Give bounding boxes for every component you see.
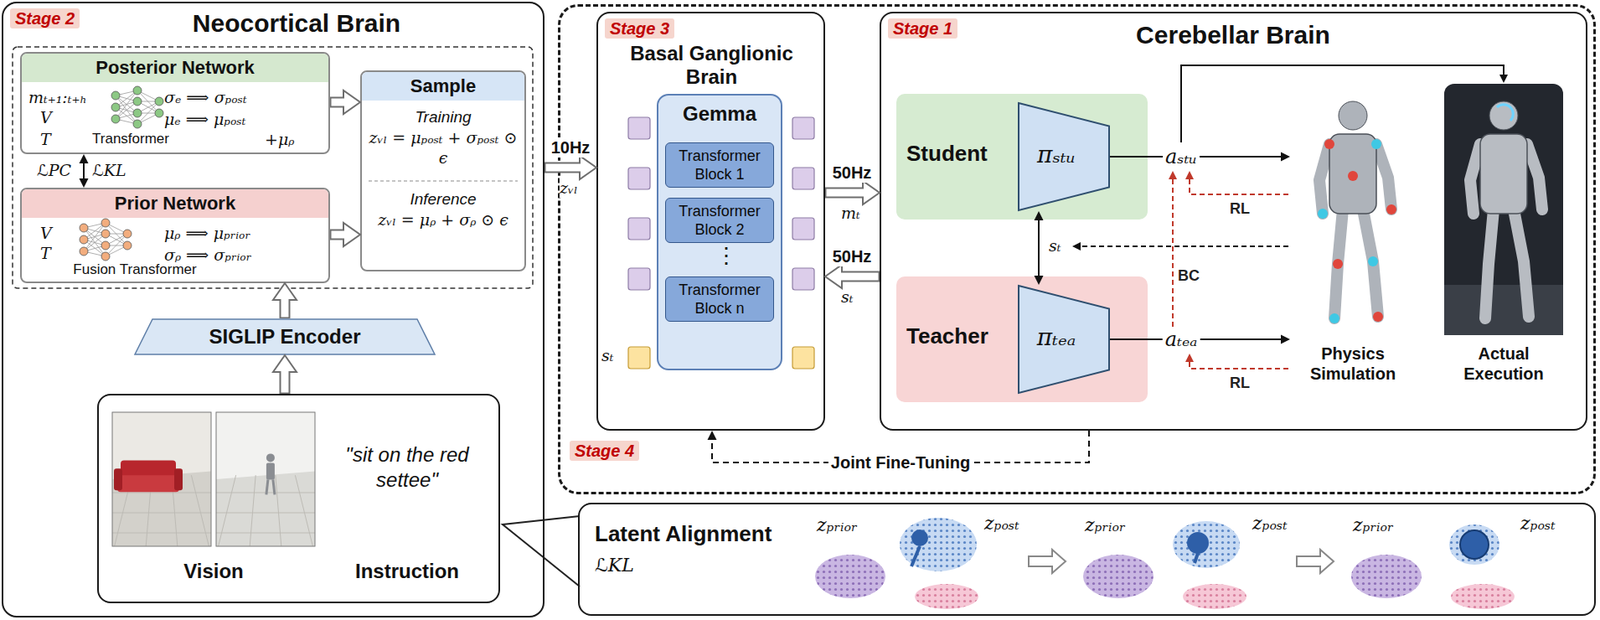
module-title: Cerebellar Brain bbox=[1090, 20, 1376, 51]
transformer-block: Transformer Block n bbox=[665, 276, 775, 322]
edge-label: 50Hz bbox=[830, 162, 875, 183]
block-name: Transformer Block 1 bbox=[665, 146, 774, 184]
annotation-label: zᵥₗ bbox=[559, 177, 579, 198]
math-symbol: V bbox=[40, 107, 52, 128]
annotation-label: RL bbox=[1229, 373, 1250, 393]
annotation-label: mₜ bbox=[841, 202, 861, 223]
network-box: Prior NetworkVTμᵨ ⟹ μₚᵣᵢₒᵣσᵨ ⟹ σₚᵣᵢₒᵣFus… bbox=[20, 187, 331, 284]
sample-box: SampleTrainingzᵥₗ = μₚₒₛₜ + σₚₒₛₜ ⊙ ϵ Inf… bbox=[360, 70, 527, 272]
flow-arrow bbox=[79, 154, 89, 188]
stage-tag: Stage 1 bbox=[887, 18, 958, 39]
flow-arrow bbox=[273, 355, 297, 394]
annotation-label: sₜ bbox=[601, 345, 614, 366]
flow-arrow bbox=[1034, 211, 1044, 285]
annotation-label: sₜ bbox=[1048, 235, 1061, 256]
caption-text: Transformer bbox=[80, 130, 181, 148]
flow-arrow bbox=[1109, 152, 1291, 162]
formula: zᵥₗ = μₚₒₛₜ + σₚₒₛₜ ⊙ ϵ bbox=[366, 127, 520, 168]
brain-module: Stage 3Basal Ganglionic BrainGemmaTransf… bbox=[596, 11, 826, 431]
formula: zᵥₗ = μᵨ + σᵨ ⊙ ϵ bbox=[366, 209, 520, 230]
caption-text: Fusion Transformer bbox=[63, 261, 207, 279]
formula: +μᵨ bbox=[264, 129, 324, 150]
edge-label: 10Hz bbox=[548, 137, 594, 158]
policy-symbol: πₛₜᵤ bbox=[1017, 140, 1095, 170]
annotation-label: RL bbox=[1229, 199, 1250, 218]
formula: σₑ ⟹ σₚₒₛₜ bbox=[164, 87, 324, 108]
annotation-label: zₚᵣᵢₒᵣ bbox=[1084, 514, 1126, 537]
flow-arrow bbox=[330, 222, 361, 247]
node-illustration bbox=[361, 72, 525, 270]
model-box: GemmaTransformer Block 1 Transformer Bloc… bbox=[656, 93, 783, 371]
mode-text: Inference bbox=[361, 189, 525, 210]
math-symbol: T bbox=[40, 242, 52, 264]
annotation-label: zₚₒₛₜ bbox=[1252, 512, 1288, 535]
robot-image: Actual Execution bbox=[1440, 83, 1567, 403]
policy-block: πₜₑₐ bbox=[1017, 284, 1110, 394]
robot-image: Physics Simulation bbox=[1290, 83, 1416, 403]
annotation-label: ⋮ bbox=[715, 242, 738, 269]
transformer-block: Transformer Block 1 bbox=[665, 142, 775, 188]
annotation-label: ℒKL bbox=[92, 160, 127, 181]
module-title: Basal Ganglionic Brain bbox=[604, 41, 819, 89]
encoder-block: SIGLIP Encoder bbox=[134, 318, 436, 356]
stage-tag: Stage 2 bbox=[10, 8, 80, 29]
formula: μᵨ ⟹ μₚᵣᵢₒᵣ bbox=[164, 222, 324, 243]
policy-symbol: πₜₑₐ bbox=[1017, 323, 1095, 352]
stage-region: Stage 4Stage 3Basal Ganglionic BrainGemm… bbox=[557, 4, 1596, 495]
math-symbol: V bbox=[40, 222, 52, 243]
panel-title: Latent Alignment bbox=[594, 521, 813, 547]
annotation-label: BC bbox=[1177, 266, 1200, 285]
flow-arrow bbox=[825, 264, 880, 289]
edge-label: aₛₜᵤ bbox=[1162, 144, 1200, 169]
module-title: Neocortical Brain bbox=[120, 8, 473, 39]
annotation-label: ℒPC bbox=[36, 160, 72, 181]
region-name: Teacher bbox=[906, 323, 989, 349]
flow-arrow bbox=[825, 180, 880, 205]
flow-arrow bbox=[544, 155, 597, 180]
caption-text: Physics Simulation bbox=[1290, 343, 1416, 384]
annotation-label: zₚₒₛₜ bbox=[984, 512, 1020, 535]
caption-text: Actual Execution bbox=[1440, 343, 1567, 384]
caption-text: Vision bbox=[110, 559, 317, 584]
block-name: Transformer Block 2 bbox=[665, 201, 774, 239]
math-symbol: T bbox=[40, 129, 52, 150]
edge-label: Joint Fine-Tuning bbox=[828, 452, 973, 473]
input-panel: "sit on the red settee" VisionInstruction bbox=[97, 393, 501, 604]
transformer-block: Transformer Block 2 bbox=[665, 197, 775, 243]
model-name: Gemma bbox=[658, 102, 781, 126]
annotation-label: zₚₒₛₜ bbox=[1520, 512, 1556, 535]
network-title: Posterior Network bbox=[21, 53, 329, 83]
annotation-label: sₜ bbox=[841, 286, 853, 307]
annotation-label: zₚᵣᵢₒᵣ bbox=[816, 514, 858, 537]
edge-label: 50Hz bbox=[830, 246, 875, 267]
policy-block: πₛₜᵤ bbox=[1017, 102, 1110, 212]
network-box: Posterior Network mₜ₊₁:ₜ₊ₕVTσₑ ⟹ σₚₒₛₜμₑ … bbox=[20, 51, 331, 155]
region-name: Student bbox=[906, 140, 988, 166]
math-symbol: mₜ₊₁:ₜ₊ₕ bbox=[28, 87, 88, 108]
flow-arrow bbox=[330, 90, 361, 114]
formula: μₑ ⟹ μₚₒₛₜ bbox=[164, 108, 324, 130]
edge-label: aₜₑₐ bbox=[1162, 327, 1201, 351]
box-title: Sample bbox=[361, 72, 525, 101]
brain-module: Stage 1 Cerebellar BrainStudent πₛₜᵤTeache… bbox=[879, 11, 1588, 431]
flow-arrow bbox=[1109, 335, 1291, 345]
caption-text: Instruction bbox=[323, 559, 491, 584]
network-title: Prior Network bbox=[21, 189, 329, 218]
brain-module: Stage 2 Neocortical BrainPosterior Networ… bbox=[1, 1, 545, 618]
stage-tag: Stage 3 bbox=[604, 18, 675, 39]
annotation-label: zₚᵣᵢₒᵣ bbox=[1352, 514, 1394, 537]
stage-tag: Stage 4 bbox=[569, 440, 640, 461]
encoder-name: SIGLIP Encoder bbox=[134, 325, 436, 349]
mode-text: Training bbox=[361, 107, 525, 128]
instruction-text: "sit on the red settee" bbox=[323, 442, 491, 493]
block-name: Transformer Block n bbox=[665, 280, 774, 318]
loss-symbol: ℒKL bbox=[594, 554, 635, 577]
flow-arrow bbox=[273, 283, 297, 319]
